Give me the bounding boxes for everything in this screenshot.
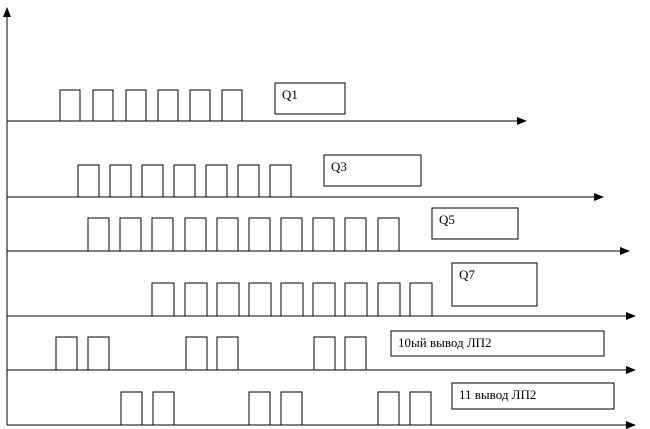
pulse [87, 217, 110, 251]
pulse [377, 217, 400, 251]
signal-label: Q7 [459, 267, 475, 282]
signal-label-box [390, 330, 605, 357]
pulse [109, 164, 132, 197]
signal-label-box [451, 262, 538, 307]
pulse [377, 282, 401, 316]
signal-label-box [274, 82, 346, 115]
pulse [216, 217, 239, 251]
pulse [312, 217, 335, 251]
pulse [152, 391, 175, 425]
channel-6: 11 вывод ЛП2 [7, 382, 636, 429]
pulse [185, 336, 208, 370]
pulse [269, 164, 292, 197]
pulse [141, 164, 164, 197]
pulse [377, 391, 400, 425]
pulse [312, 282, 336, 316]
pulse [248, 391, 271, 425]
pulse [120, 391, 143, 425]
pulse [55, 336, 78, 370]
pulse [77, 164, 100, 197]
pulse [151, 282, 175, 316]
pulse [189, 89, 211, 121]
pulse [87, 336, 110, 370]
pulse [119, 217, 142, 251]
pulse [184, 217, 207, 251]
signal-label-box [451, 382, 615, 410]
signal-label: Q5 [439, 212, 455, 227]
pulse [280, 282, 304, 316]
channel-5: 10ый вывод ЛП2 [7, 330, 636, 374]
pulse [344, 336, 367, 370]
channel-1: Q1 [7, 82, 527, 125]
pulse [237, 164, 260, 197]
channel-4: Q7 [7, 262, 636, 320]
pulse [216, 336, 239, 370]
pulse [221, 89, 243, 121]
channel-3: Q5 [7, 207, 630, 255]
signal-label: 11 вывод ЛП2 [459, 387, 536, 402]
signal-label-box [323, 154, 422, 187]
pulse [157, 89, 179, 121]
pulse [173, 164, 196, 197]
signal-label: Q3 [331, 159, 347, 174]
pulse [216, 282, 240, 316]
pulse [151, 217, 174, 251]
pulse [409, 282, 433, 316]
pulse [205, 164, 228, 197]
signal-label: 10ый вывод ЛП2 [398, 335, 492, 350]
pulse [248, 282, 272, 316]
channel-2: Q3 [7, 154, 604, 201]
signal-label: Q1 [282, 87, 298, 102]
pulse [92, 89, 114, 121]
pulse [184, 282, 208, 316]
pulse [344, 282, 368, 316]
pulse [125, 89, 147, 121]
pulse [280, 217, 303, 251]
pulse [313, 336, 336, 370]
pulse [59, 89, 81, 121]
pulse [409, 391, 432, 425]
signal-label-box [431, 207, 519, 240]
pulse [280, 391, 303, 425]
pulse [344, 217, 367, 251]
pulse [248, 217, 271, 251]
